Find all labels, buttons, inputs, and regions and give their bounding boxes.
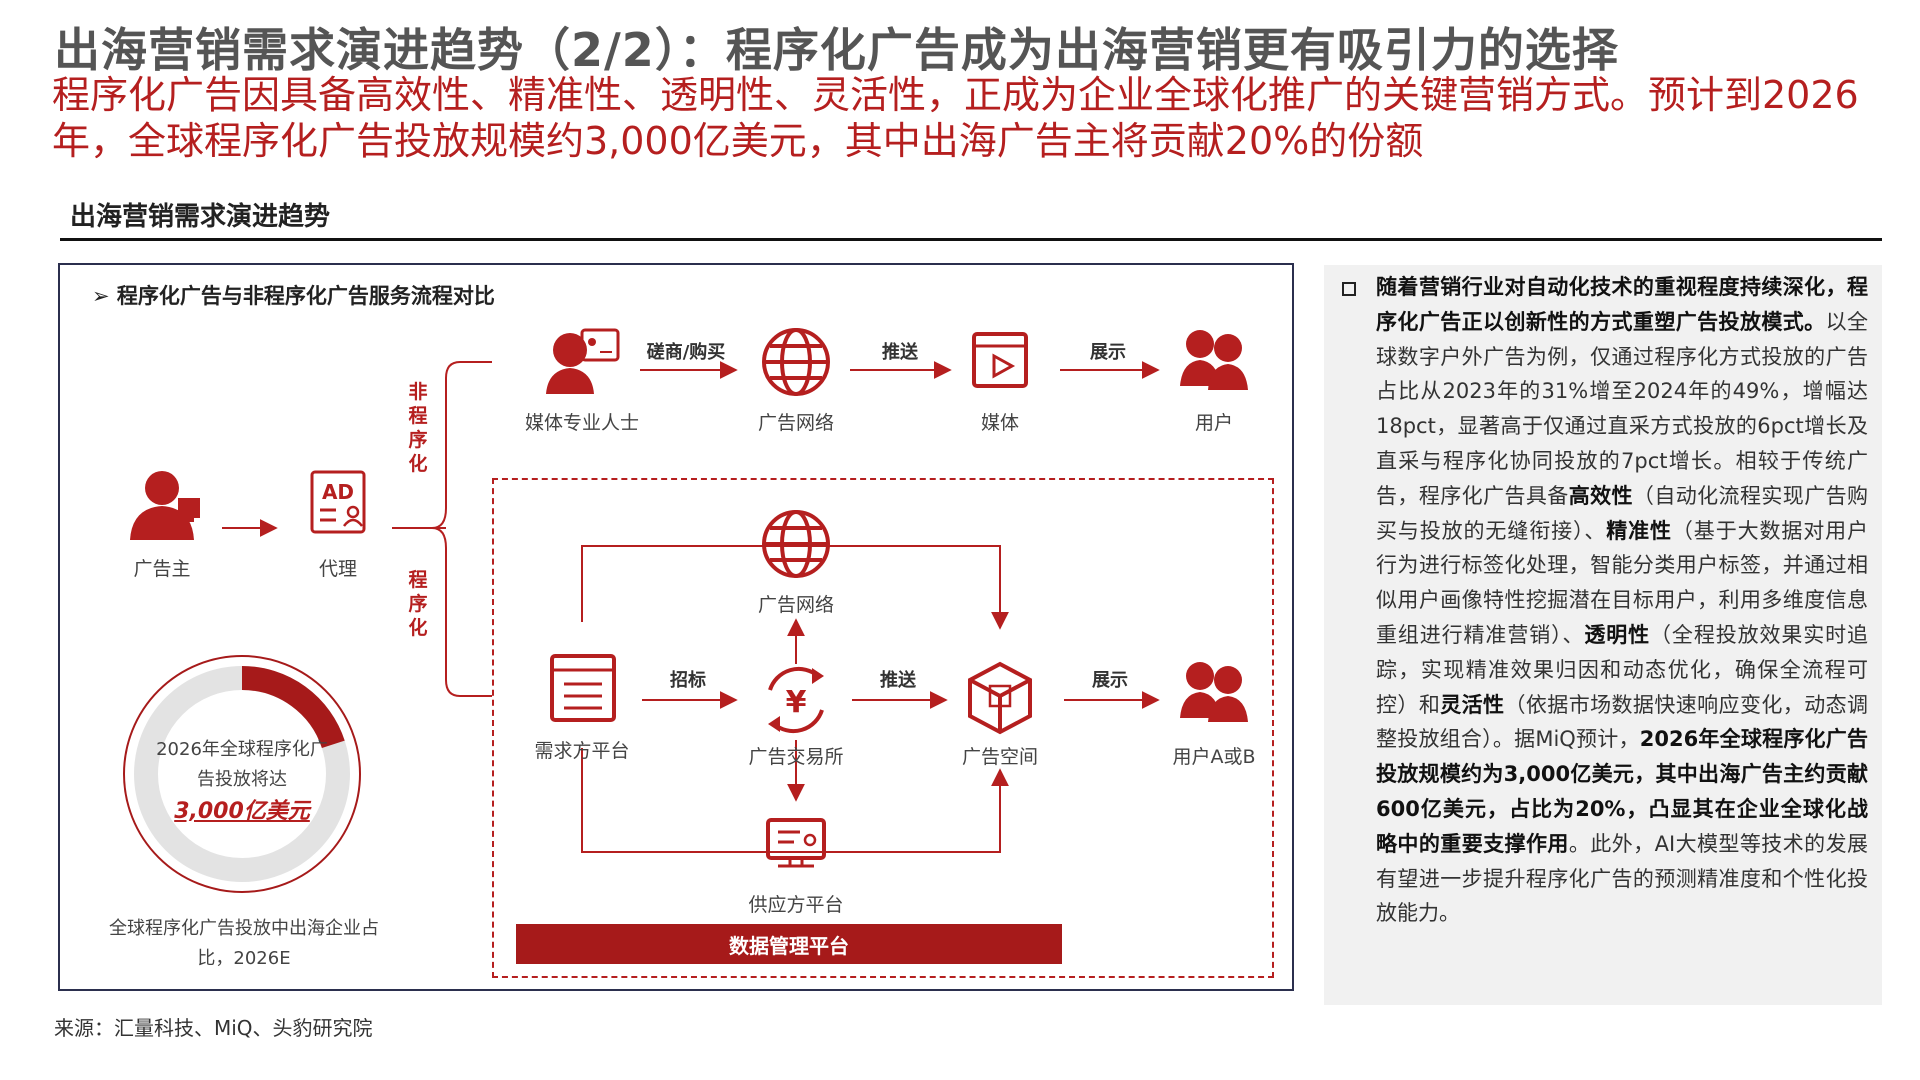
media-player-icon (972, 332, 1028, 388)
node-agency: 代理 (318, 558, 357, 580)
node-ad-network-top: 广告网络 (757, 412, 834, 434)
source-note: 来源：汇量科技、MiQ、头豹研究院 (54, 1016, 373, 1040)
node-dsp: 需求方平台 (534, 740, 630, 762)
media-professional-icon (546, 328, 620, 394)
diagram-heading: ➢ 程序化广告与非程序化广告服务流程对比 (92, 284, 495, 308)
page-title: 出海营销需求演进趋势（2/2）：程序化广告成为出海营销更有吸引力的选择 (54, 23, 1619, 77)
node-ssp: 供应方平台 (748, 894, 844, 916)
data-management-platform-bar: 数据管理平台 (516, 924, 1062, 964)
ad-space-cube-icon (968, 661, 1032, 735)
programmatic-dashed-box (492, 478, 1274, 978)
analysis-segment: （基于大数据对用户行为进行标签化处理，智能分类用户标签，并通过相似用户画像特性挖… (1376, 518, 1869, 647)
analysis-segment: 透明性 (1584, 622, 1651, 647)
branch-bracket (431, 361, 492, 697)
yen-symbol: ¥ (786, 685, 807, 720)
globe-icon-top (762, 328, 830, 396)
analysis-segment: （自动化流程实现广告购买与投放的无缝衔接）、 (1376, 483, 1869, 543)
analysis-segment: 灵活性 (1440, 692, 1505, 717)
analysis-segment: 精准性 (1606, 518, 1672, 543)
section-divider (60, 238, 1882, 241)
node-advertiser: 广告主 (133, 558, 191, 580)
page-subtitle: 程序化广告因具备高效性、精准性、透明性、灵活性，正成为企业全球化推广的关键营销方… (52, 73, 1859, 163)
donut-share-arc (241, 666, 345, 749)
analysis-segment: （全程投放效果实时追踪，实现精准效果归因和动态优化，确保全流程可控）和 (1376, 622, 1869, 717)
checkbox-bullet-icon (1342, 282, 1356, 296)
donut-value: 3,000亿美元 (174, 799, 310, 824)
label-programmatic: 程序化 (408, 569, 428, 639)
node-media: 媒体 (980, 412, 1019, 434)
analysis-panel (1324, 265, 1882, 1005)
donut-outer-ring (123, 655, 361, 893)
node-ad-exchange: 广告交易所 (748, 746, 844, 768)
analysis-segment: 2026年全球程序化广告投放规模约为3,000亿美元，其中出海广告主约贡献600… (1376, 727, 1869, 856)
node-media-professional: 媒体专业人士 (524, 412, 639, 434)
user-group-icon-top (1180, 330, 1248, 390)
node-user: 用户 (1194, 412, 1233, 434)
dsp-icon (550, 654, 616, 722)
advertiser-icon (130, 471, 200, 540)
arrow-label-bid: 招标 (670, 670, 706, 691)
section-title: 出海营销需求演进趋势 (70, 202, 331, 232)
node-ad-space: 广告空间 (961, 746, 1038, 768)
ssp-icon (766, 818, 826, 868)
arrow-label-display-bottom: 展示 (1092, 670, 1128, 691)
analysis-segment: 高效性 (1568, 483, 1633, 508)
donut-center-label: 2026年全球程序化广告投放将达 (156, 739, 328, 790)
analysis-segment: 。此外，AI大模型等技术的发展有望进一步提升程序化广告的预测精准度和个性化投放能… (1376, 831, 1869, 926)
analysis-segment: （依据市场数据快速响应变化，动态调整投放组合）。据MiQ预计， (1376, 692, 1869, 752)
ad-agency-icon: AD (310, 470, 366, 534)
arrow-label-push-bottom: 推送 (880, 670, 916, 691)
analysis-segment: 随着营销行业对自动化技术的重视程度持续深化，程序化广告正以创新性的方式重塑广告投… (1376, 275, 1868, 334)
connector-dsp-ssp-adspace (581, 748, 1009, 853)
donut-chart (123, 655, 361, 893)
arrow-label-push-top: 推送 (882, 342, 918, 363)
globe-icon-mid (762, 510, 830, 578)
donut-caption: 全球程序化广告投放中出海企业占比，2026E (109, 918, 379, 969)
user-group-icon-bottom (1180, 662, 1248, 722)
node-user-ab: 用户A或B (1172, 746, 1256, 768)
analysis-text: 随着营销行业对自动化技术的重视程度持续深化，程序化广告正以创新性的方式重塑广告投… (1376, 270, 1868, 931)
ad-exchange-icon: ¥ (768, 666, 824, 734)
label-non-programmatic: 非程序化 (408, 381, 428, 475)
ad-icon-text: AD (322, 480, 354, 504)
arrow-label-negotiate-buy: 磋商/购买 (646, 342, 726, 363)
diagram-frame (58, 263, 1294, 991)
donut-center-text: 2026年全球程序化广告投放将达 3,000亿美元 (152, 735, 332, 827)
arrow-label-display-top: 展示 (1090, 342, 1126, 363)
analysis-segment: 以全球数字户外广告为例，仅通过程序化方式投放的广告占比从2023年的31%增至2… (1376, 309, 1869, 508)
node-ad-network-mid: 广告网络 (757, 594, 834, 616)
